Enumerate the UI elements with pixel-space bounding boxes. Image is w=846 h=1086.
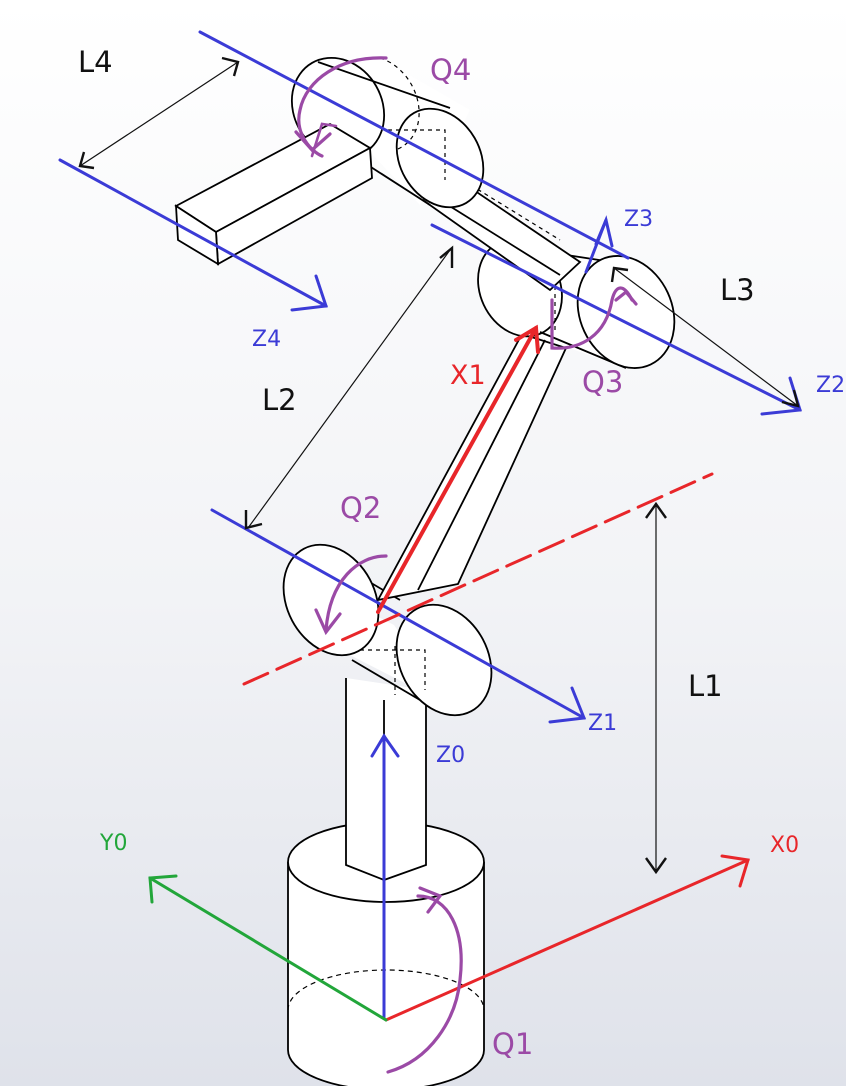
z0-label: Z0 — [436, 743, 465, 768]
z1-label: Z1 — [588, 711, 617, 736]
q4-arrowhead — [294, 130, 332, 153]
q4-inner-tick — [310, 122, 338, 158]
z4-axis — [58, 158, 328, 308]
q3-label: Q3 — [582, 365, 623, 399]
x1-label: X1 — [450, 360, 486, 391]
q3-arrowhead — [614, 289, 638, 306]
joint2-dashed-line — [242, 472, 714, 686]
q2-arrowhead — [314, 608, 342, 636]
z4-label: Z4 — [252, 327, 281, 352]
q2-arrow — [324, 554, 388, 632]
dimension-lines — [78, 56, 800, 875]
z3-arrowhead — [594, 215, 614, 248]
q4-label: Q4 — [430, 53, 471, 87]
l4-dimension — [79, 61, 239, 167]
z4-arrowhead — [290, 274, 329, 312]
l4-label: L4 — [78, 45, 113, 79]
x-axes — [242, 324, 750, 1022]
z2-label: Z2 — [816, 373, 845, 398]
labels: L4 L2 L3 L1 Q4 Q2 Q3 Q1 Z4 Z3 Z2 Z1 Z0 X… — [78, 45, 845, 1061]
l2-label: L2 — [262, 383, 297, 417]
joint4-axis-line — [198, 30, 630, 260]
x0-axis — [384, 858, 750, 1022]
joint2-cylinder — [282, 543, 493, 717]
z3-label: Z3 — [624, 207, 653, 232]
z-axes — [58, 30, 802, 1020]
x0-label: X0 — [770, 833, 799, 858]
rotation-arrows — [294, 56, 638, 1074]
q1-label: Q1 — [492, 1027, 533, 1061]
q1-arrow — [386, 894, 463, 1074]
q3-arrow — [550, 286, 634, 350]
z1-arrowhead — [548, 686, 587, 724]
y0-axis-group — [148, 874, 388, 1022]
z2-arrowhead — [760, 376, 802, 416]
y0-axis — [148, 876, 388, 1022]
x1-arrowhead — [514, 324, 540, 354]
q1-arrowhead — [418, 886, 443, 914]
gripper-arm — [174, 122, 373, 266]
y0-label: Y0 — [99, 831, 127, 856]
l1-label: L1 — [688, 669, 723, 703]
x0-arrowhead — [720, 854, 750, 888]
column — [345, 678, 427, 881]
z2-axis — [430, 223, 802, 412]
l3-label: L3 — [720, 273, 755, 307]
x1-axis — [376, 326, 538, 614]
z0-arrowhead — [370, 733, 400, 758]
q2-label: Q2 — [340, 491, 381, 525]
y0-arrowhead — [148, 874, 178, 904]
l2-dimension — [247, 249, 451, 529]
l3-dimension — [613, 267, 799, 407]
